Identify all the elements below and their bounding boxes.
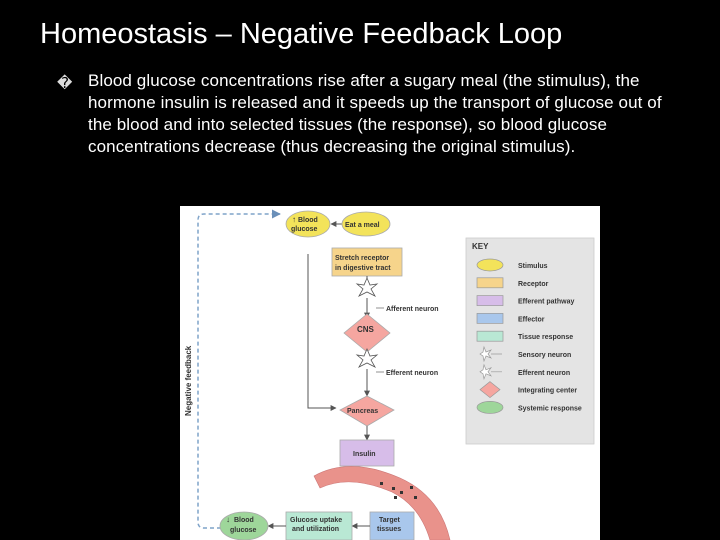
key-label: Systemic response bbox=[518, 405, 582, 412]
blood-glucose-down-node: ↓ Blood glucose bbox=[219, 511, 269, 540]
key-label: Efferent neuron bbox=[518, 370, 570, 377]
negative-feedback-label: Negative feedback bbox=[184, 345, 193, 416]
eat-meal-label: Eat a meal bbox=[345, 222, 380, 229]
stretch-receptor-line2: in digestive tract bbox=[335, 265, 391, 272]
key-swatch bbox=[476, 330, 504, 342]
key-label: Efferent pathway bbox=[518, 299, 575, 306]
glucose-uptake-line1: Glucose uptake bbox=[290, 517, 342, 524]
insulin-label: Insulin bbox=[353, 451, 376, 458]
afferent-neuron-label: Afferent neuron bbox=[386, 306, 439, 313]
stretch-receptor-line1: Stretch receptor bbox=[335, 255, 389, 262]
flow-to-pancreas bbox=[307, 405, 337, 411]
key-title: KEY bbox=[472, 242, 489, 251]
key-label: Tissue response bbox=[518, 334, 573, 341]
glucose-uptake-line2: and utilization bbox=[292, 526, 339, 533]
key-label: Receptor bbox=[518, 281, 549, 288]
key-item-systemic-response: Systemic response bbox=[476, 401, 582, 414]
key-item-receptor: Receptor bbox=[476, 277, 549, 289]
blood-glucose-down-line2: glucose bbox=[230, 527, 257, 534]
blood-glucose-up-line2: glucose bbox=[291, 226, 318, 233]
target-tissues-line1: Target bbox=[379, 517, 401, 524]
key-swatch bbox=[476, 401, 504, 414]
target-tissues-line2: tissues bbox=[377, 526, 401, 533]
blood-glucose-up-ellipse bbox=[285, 210, 331, 238]
pancreas-node: Pancreas bbox=[339, 395, 395, 427]
key-item-integrating-center: Integrating center bbox=[479, 381, 577, 399]
feedback-loop-arrow bbox=[197, 209, 281, 529]
key-item-sensory-neuron: Sensory neuron bbox=[479, 345, 571, 363]
eat-meal-ellipse bbox=[341, 211, 391, 237]
up-arrow-icon: ↑ bbox=[292, 215, 296, 224]
key-swatch bbox=[479, 381, 501, 399]
stretch-receptor-node: Stretch receptor in digestive tract bbox=[331, 247, 403, 277]
key-label: Effector bbox=[518, 316, 545, 323]
blood-glucose-up-line1: Blood bbox=[298, 217, 318, 224]
down-arrow-icon: ↓ bbox=[226, 515, 230, 524]
glucose-uptake-node: Glucose uptake and utilization bbox=[285, 511, 353, 540]
blood-glucose-down-line1: Blood bbox=[234, 517, 254, 524]
body-paragraph: Blood glucose concentrations rise after … bbox=[88, 71, 662, 156]
feedback-diagram: Negative feedback ↑ Blood glucose Eat a … bbox=[180, 206, 600, 540]
key-swatch bbox=[476, 277, 504, 289]
key-item-efferent-neuron: Efferent neuron bbox=[479, 363, 570, 381]
key-label: Stimulus bbox=[518, 263, 548, 270]
efferent-neuron-icon bbox=[355, 347, 379, 368]
key-swatch bbox=[476, 313, 504, 324]
blood-glucose-up-node: ↑ Blood glucose bbox=[285, 210, 331, 238]
key-swatch bbox=[476, 258, 504, 272]
cns-label: CNS bbox=[357, 325, 375, 334]
insulin-node: Insulin bbox=[339, 439, 395, 467]
pancreas-label: Pancreas bbox=[347, 408, 378, 415]
bullet-marker: � bbox=[57, 75, 73, 92]
key-item-effector: Effector bbox=[476, 313, 545, 324]
key-swatch bbox=[479, 345, 502, 363]
blood-vessel bbox=[313, 466, 451, 540]
eat-meal-node: Eat a meal bbox=[341, 211, 391, 237]
insulin-molecules bbox=[380, 482, 417, 499]
key-item-stimulus: Stimulus bbox=[476, 258, 548, 272]
key-label: Integrating center bbox=[518, 388, 577, 395]
slide-title: Homeostasis – Negative Feedback Loop bbox=[40, 18, 563, 50]
target-tissues-node: Target tissues bbox=[369, 511, 415, 540]
key-label: Sensory neuron bbox=[518, 352, 571, 359]
key-item-efferent-pathway: Efferent pathway bbox=[476, 295, 575, 306]
stretch-receptor-box bbox=[331, 247, 403, 277]
key-swatch bbox=[479, 363, 502, 381]
insulin-box bbox=[339, 439, 395, 467]
cns-node: CNS bbox=[343, 313, 391, 353]
blood-glucose-down-ellipse bbox=[219, 511, 269, 540]
key-item-tissue-response: Tissue response bbox=[476, 330, 573, 342]
target-tissues-box bbox=[369, 511, 415, 540]
sensory-neuron-icon bbox=[355, 276, 379, 297]
key-swatch bbox=[476, 295, 504, 306]
feedback-diagram-svg: Negative feedback ↑ Blood glucose Eat a … bbox=[184, 209, 595, 540]
glucose-uptake-box bbox=[285, 511, 353, 540]
efferent-neuron-label: Efferent neuron bbox=[386, 370, 438, 377]
